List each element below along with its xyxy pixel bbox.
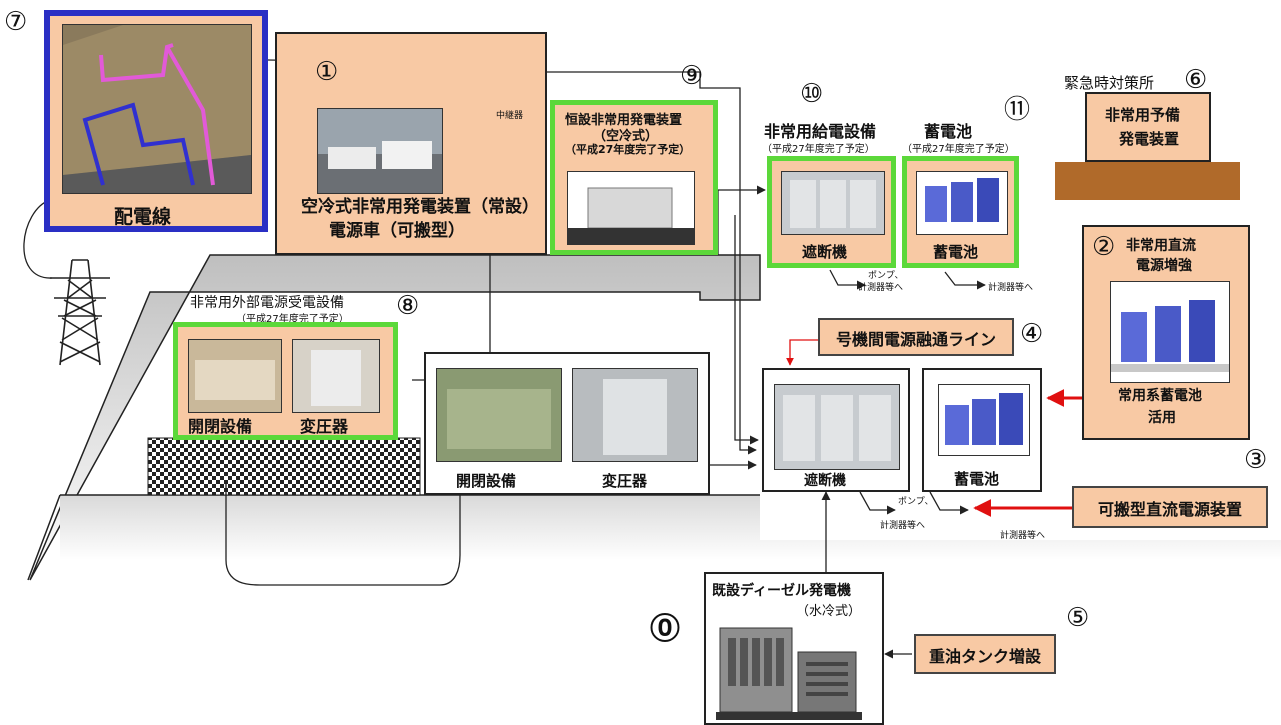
marker-4: ④ <box>1020 319 1044 349</box>
breaker-main-label: 遮断機 <box>804 473 846 489</box>
permanent-generator-line2: （空冷式） <box>593 129 659 144</box>
pump-note-top-1: ポンプ、 <box>868 271 904 281</box>
marker-0: ⓪ <box>650 612 680 647</box>
fuel-tank-label: 重油タンク増設 <box>928 647 1041 666</box>
breaker-panel-photo <box>781 171 885 235</box>
marker-9: ⑨ <box>680 61 704 91</box>
battery-main-box: 蓄電池 <box>922 368 1042 492</box>
main-switchgear-label: 開閉設備 <box>456 472 517 490</box>
marker-3: ③ <box>1244 445 1268 475</box>
battery-top-box: 蓄電池 <box>902 156 1019 268</box>
marker-5: ⑤ <box>1066 603 1090 633</box>
generator-unit-photo <box>567 171 695 245</box>
aircooled-generator-box: ① ⑨ 空冷式非常用発電装置（常設） 電源車（可搬型） <box>275 32 703 255</box>
external-power-box: 開閉設備 変圧器 <box>173 322 398 440</box>
power-vehicle-photo <box>317 108 443 194</box>
external-power-note: （平成27年度完了予定） <box>236 314 349 325</box>
battery-rack-photo <box>916 171 1008 235</box>
aircooled-generator-line2: 電源車（可搬型） <box>329 221 465 241</box>
diesel-line2: （水冷式） <box>796 604 862 619</box>
hillside-photo <box>62 24 252 194</box>
permanent-generator-line1: 恒設非常用発電装置 <box>565 113 683 128</box>
dc-power-sub1: 常用系蓄電池 <box>1118 388 1202 404</box>
meter-note-bottom: 計測器等へ <box>1000 531 1046 541</box>
breaker-main-photo <box>774 384 900 470</box>
emergency-power-note: （平成27年度完了予定） <box>762 144 875 155</box>
battery-top-note: （平成27年度完了予定） <box>902 144 1015 155</box>
marker-8: ⑧ <box>396 291 420 321</box>
switchgear-photo <box>188 339 282 413</box>
dc-power-title2: 電源増強 <box>1136 258 1192 274</box>
emergency-power-title: 非常用給電設備 <box>764 122 877 141</box>
portable-dc-box: 可搬型直流電源装置 <box>1072 486 1268 528</box>
emergency-power-box: 遮断機 <box>767 156 896 268</box>
diesel-box: 既設ディーゼル発電機 （水冷式） <box>704 572 884 725</box>
main-transformer-label: 変圧器 <box>602 472 648 490</box>
permanent-generator-line3: （平成27年度完了予定） <box>565 143 691 156</box>
portable-dc-label: 可搬型直流電源装置 <box>1097 500 1242 519</box>
battery-main-photo <box>938 384 1030 456</box>
interconnect-box: 号機間電源融通ライン <box>818 318 1014 356</box>
fuel-tank-box: 重油タンク増設 <box>914 634 1056 674</box>
marker-6: ⑥ <box>1184 65 1208 95</box>
interconnect-label: 号機間電源融通ライン <box>835 330 996 349</box>
emergency-office-base <box>1055 162 1240 200</box>
emergency-office-box: 非常用予備 発電装置 <box>1085 92 1211 162</box>
main-transformer-photo <box>572 368 698 462</box>
dc-power-title1: 非常用直流 <box>1126 238 1196 254</box>
marker-11: ⑪ <box>1004 95 1031 125</box>
marker-1: ① <box>315 57 339 87</box>
marker-2: ② <box>1092 232 1116 262</box>
main-substation-box: 開閉設備 変圧器 <box>424 352 710 495</box>
emergency-office-title: 緊急時対策所 <box>1064 74 1155 92</box>
emergency-office-line2: 発電装置 <box>1119 130 1180 148</box>
emergency-office-line1: 非常用予備 <box>1105 106 1181 124</box>
relay-label: 中継器 <box>496 111 524 121</box>
transformer-photo <box>292 339 380 413</box>
main-switchgear-photo <box>436 368 562 462</box>
permanent-generator-box: 恒設非常用発電装置 （空冷式） （平成27年度完了予定） <box>550 100 718 255</box>
dc-power-box: ② 非常用直流 電源増強 常用系蓄電池 活用 <box>1082 225 1250 440</box>
battery-array-photo <box>1110 281 1230 383</box>
diesel-line1: 既設ディーゼル発電機 <box>712 583 852 599</box>
battery-top-title: 蓄電池 <box>924 122 973 141</box>
marker-7: ⑦ <box>4 7 28 37</box>
breaker-main-box: 遮断機 <box>762 368 910 492</box>
external-switchgear-label: 開閉設備 <box>188 417 253 436</box>
distribution-line-box: 配電線 <box>44 10 268 232</box>
aircooled-generator-line1: 空冷式非常用発電装置（常設） <box>301 197 539 217</box>
battery-main-label: 蓄電池 <box>954 470 1000 488</box>
pump-note-bottom-2: 計測器等へ <box>880 521 926 531</box>
diesel-generator-icon <box>716 627 862 720</box>
marker-10: ⑩ <box>800 79 824 109</box>
meter-note-top: 計測器等へ <box>988 283 1034 293</box>
pump-note-bottom-1: ポンプ、 <box>898 497 934 507</box>
emergency-power-label: 遮断機 <box>802 243 848 261</box>
dc-power-sub2: 活用 <box>1148 410 1176 426</box>
distribution-line-label: 配電線 <box>114 206 172 228</box>
battery-top-label: 蓄電池 <box>933 243 979 261</box>
external-power-title: 非常用外部電源受電設備 <box>190 295 344 311</box>
pump-note-top-2: 計測器等へ <box>858 283 904 293</box>
external-transformer-label: 変圧器 <box>300 417 349 436</box>
